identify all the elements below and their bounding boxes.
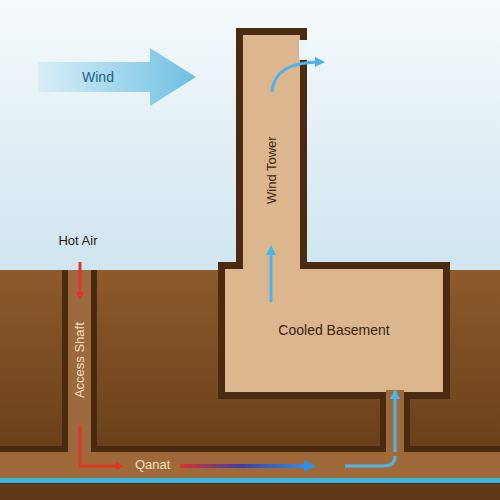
cool-air-arrow xyxy=(345,456,395,466)
cooled-basement: Cooled Basement xyxy=(225,269,443,392)
node-text: Access Shaft xyxy=(72,322,86,398)
water xyxy=(0,478,500,483)
node-text: Cooled Basement xyxy=(278,323,389,338)
node-text: Wind Tower xyxy=(264,136,278,204)
cooling-flow xyxy=(180,464,306,468)
cooling-flow-head xyxy=(304,460,316,472)
wind-arrow xyxy=(38,48,196,106)
hot-air-arrow xyxy=(80,425,120,466)
qanat-tunnel xyxy=(0,452,500,478)
building-interior xyxy=(225,35,443,392)
qanat: Qanat xyxy=(0,452,500,478)
hot-air-label: Hot Air xyxy=(58,233,97,248)
connecting-shaft-interior xyxy=(386,390,404,454)
building-wall xyxy=(218,28,450,399)
tower-opening xyxy=(299,40,309,60)
access-shaft: Access Shaft xyxy=(68,300,91,420)
cool-air-arrow xyxy=(270,250,273,302)
airflow-connector xyxy=(394,394,397,452)
wind-label: Wind xyxy=(82,69,114,85)
wind-tower: Wind Tower xyxy=(243,100,300,240)
exhaust-arrow xyxy=(272,62,320,92)
hot-air-arrow xyxy=(79,262,82,296)
node-text: Qanat xyxy=(135,458,170,472)
